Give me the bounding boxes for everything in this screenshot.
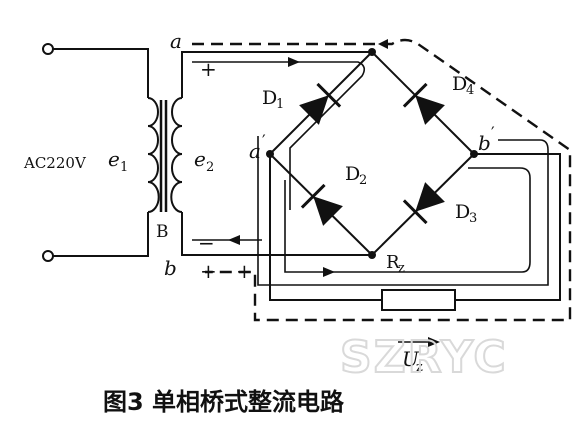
- labels: a + b + + − AC220V e 1 e 2 B a ′ b ′ D 1…: [23, 29, 495, 375]
- diode-d3: [402, 182, 445, 225]
- figure-caption: 图3 单相桥式整流电路: [103, 388, 345, 416]
- solid-loop-outer: [257, 136, 549, 286]
- label-b-prime: b: [478, 131, 491, 155]
- label-a-prime: a: [249, 139, 261, 163]
- label-B: B: [156, 222, 169, 242]
- diode-d2: [300, 183, 343, 226]
- input-terminal-top: [42, 43, 54, 55]
- label-d4-sub: 4: [466, 83, 474, 98]
- arrow-bottom-loop: [323, 267, 335, 277]
- primary-circuit: [42, 43, 160, 262]
- label-d2: D: [345, 163, 360, 185]
- primary-winding: [147, 97, 160, 213]
- label-d4: D: [452, 73, 467, 95]
- label-d1-sub: 1: [276, 97, 284, 112]
- label-b-plus-2: +: [236, 259, 253, 283]
- label-d3-sub: 3: [469, 211, 477, 226]
- dashed-current-path: [192, 38, 572, 322]
- label-d1: D: [262, 87, 277, 109]
- label-uz-sub: z: [416, 360, 423, 375]
- label-a: a: [170, 29, 182, 53]
- secondary-circuit: [170, 51, 372, 256]
- label-e1-sub: 1: [120, 160, 128, 175]
- label-d3: D: [455, 201, 470, 223]
- label-a-plus: +: [200, 57, 217, 81]
- label-b: b: [164, 256, 177, 280]
- label-uz: U: [402, 347, 420, 371]
- arrow-top-wire: [288, 57, 300, 67]
- arrow-return: [228, 235, 240, 245]
- label-ac220v: AC220V: [23, 154, 87, 172]
- label-minus-left: −: [198, 231, 215, 255]
- transformer-core: [159, 100, 168, 212]
- label-rz: R: [386, 252, 400, 273]
- node-top: [368, 48, 376, 56]
- watermark: SZRYC: [340, 332, 508, 383]
- solid-loop-upper: [192, 61, 366, 210]
- node-bottom: [368, 251, 376, 259]
- load-circuit: [269, 153, 561, 311]
- bridge: [266, 48, 478, 259]
- solid-loop-inner: [284, 167, 531, 273]
- label-e1: e: [108, 147, 120, 171]
- secondary-winding: [170, 97, 183, 213]
- label-b-plus: +: [200, 259, 217, 283]
- label-a-prime-mark: ′: [262, 131, 266, 150]
- current-paths: [192, 38, 572, 347]
- label-rz-sub: z: [398, 261, 405, 276]
- arrow-uz: [428, 337, 440, 347]
- label-e2-sub: 2: [206, 160, 214, 175]
- input-terminal-bottom: [42, 250, 54, 262]
- label-d2-sub: 2: [359, 173, 367, 188]
- label-b-prime-mark: ′: [491, 123, 495, 142]
- load-resistor: [381, 289, 456, 311]
- arrow-top-left: [378, 39, 388, 49]
- label-e2: e: [194, 147, 206, 171]
